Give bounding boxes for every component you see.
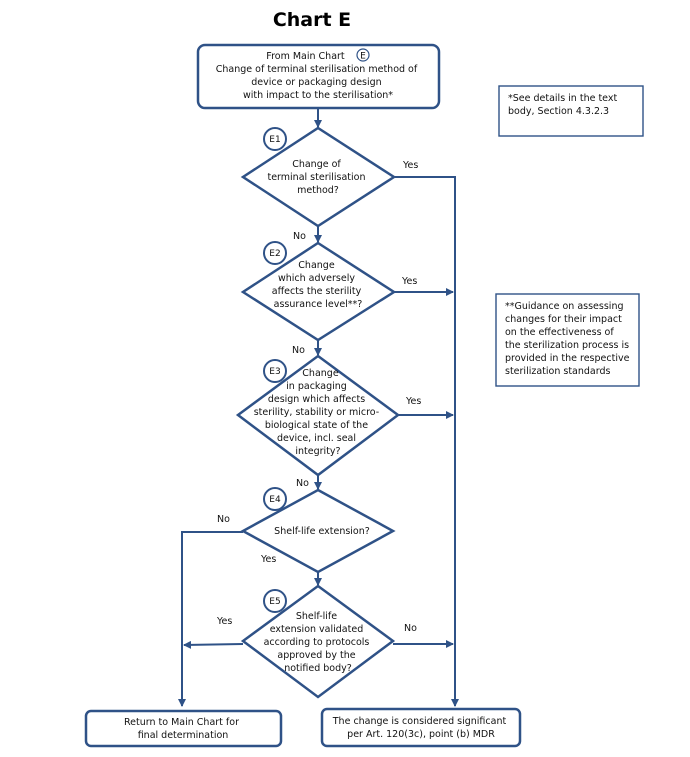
start-box: From Main Chart Change of terminal steri… (196, 43, 441, 110)
label-e5-no: No (404, 623, 417, 634)
decision-e4-text: Shelf-life extension? (274, 526, 370, 537)
decision-e1-id-circle (263, 127, 287, 151)
label-e4-yes: Yes (260, 554, 276, 565)
arrow-e4-no (178, 531, 243, 707)
note-box-2: **Guidance on assessing changes for thei… (495, 293, 640, 387)
edge-labels: Yes No Yes No Yes No No Yes Yes No (216, 160, 421, 634)
decision-e3-id: E3 (269, 367, 280, 377)
arrow-e5-yes (183, 640, 244, 649)
decision-e3-text: Change in packaging design which affects… (254, 368, 383, 457)
label-e5-yes: Yes (216, 616, 232, 627)
note-2-text: **Guidance on assessing changes for thei… (505, 301, 632, 377)
decision-e1: Change of terminal sterilisation method?… (240, 126, 397, 228)
decision-e5-id: E5 (269, 597, 280, 607)
outcome-significant-box: The change is considered significant per… (320, 707, 522, 748)
label-e3-yes: Yes (405, 396, 421, 407)
outcome-return-text: Return to Main Chart for final determina… (124, 717, 242, 741)
decision-e4: Shelf-life extension? E4 (240, 487, 396, 574)
decision-e3: Change in packaging design which affects… (235, 354, 401, 477)
decision-e1-text: Change of terminal sterilisation method? (267, 159, 368, 196)
decision-e5-id-circle (263, 589, 287, 613)
decision-e1-id: E1 (269, 135, 280, 145)
start-ref-circle (356, 48, 370, 62)
chart-title: Chart E (273, 9, 351, 31)
decision-e4-id-circle (263, 487, 287, 511)
decision-e5-text: Shelf-life extension validated according… (264, 611, 373, 674)
label-e4-no: No (217, 514, 230, 525)
label-e1-yes: Yes (402, 160, 418, 171)
decision-e4-id: E4 (269, 495, 281, 505)
label-e2-yes: Yes (401, 276, 417, 287)
decision-e2-text: Change which adversely affects the steri… (272, 260, 364, 310)
arrow-e1-yes (395, 176, 459, 707)
decision-e2: Change which adversely affects the steri… (240, 241, 397, 342)
decision-e5: Shelf-life extension validated according… (240, 584, 396, 699)
label-e3-no: No (296, 478, 309, 489)
outcome-return-box: Return to Main Chart for final determina… (84, 709, 283, 748)
decision-e2-id: E2 (269, 249, 280, 259)
decision-e2-id-circle (263, 241, 287, 265)
outcome-significant-text: The change is considered significant per… (332, 716, 509, 740)
label-e1-no: No (293, 231, 306, 242)
decision-e3-id-circle (263, 359, 287, 383)
note-1-text: *See details in the text body, Section 4… (508, 93, 620, 117)
note-box-1: *See details in the text body, Section 4… (498, 85, 644, 137)
label-e2-no: No (292, 345, 305, 356)
start-text: From Main Chart Change of terminal steri… (216, 51, 421, 101)
start-ref-label: E (360, 52, 366, 62)
